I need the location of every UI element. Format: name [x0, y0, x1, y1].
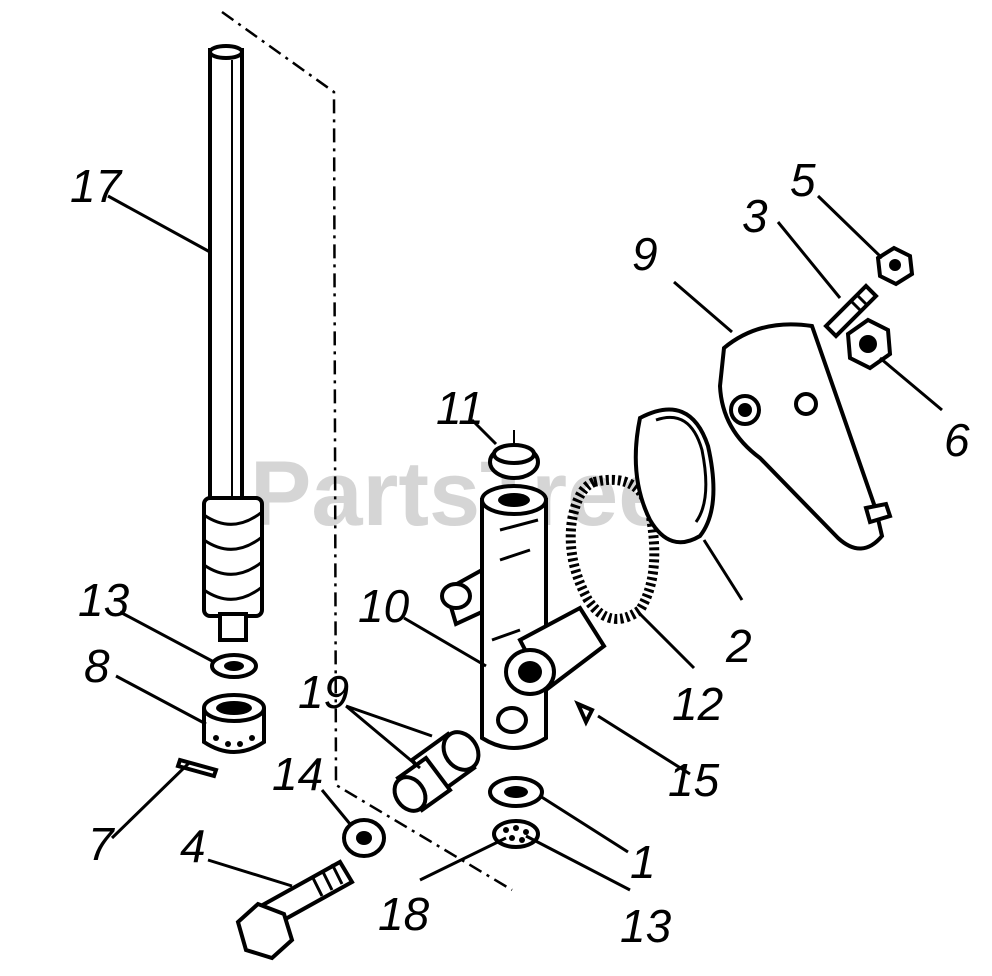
callout-9: 9 — [632, 228, 658, 280]
callout-5: 5 — [790, 154, 816, 206]
part-10-valve-body — [440, 484, 607, 750]
part-6-nut — [845, 317, 893, 371]
callout-19: 19 — [298, 666, 349, 718]
callout-6: 6 — [944, 414, 970, 466]
callout-2: 2 — [725, 620, 752, 672]
callout-labels: 17 13 8 7 4 14 19 10 11 18 13 1 15 12 2 … — [70, 154, 970, 952]
callout-15: 15 — [668, 754, 720, 806]
part-5-nut — [875, 245, 915, 287]
part-17-spring — [202, 496, 264, 642]
callout-12: 12 — [672, 678, 723, 730]
callout-13-upper: 13 — [78, 574, 130, 626]
callout-13-lower: 13 — [620, 900, 672, 952]
callout-17: 17 — [70, 160, 123, 212]
callout-3: 3 — [742, 190, 768, 242]
callout-1: 1 — [630, 836, 656, 888]
part-19-bushings — [392, 730, 481, 813]
leader-lines — [107, 194, 943, 892]
callout-4: 4 — [180, 820, 206, 872]
part-8-adjusting-nut — [202, 693, 266, 754]
part-4-bolt — [235, 859, 355, 961]
part-14-washer — [342, 818, 386, 858]
part-17-shaft — [208, 44, 244, 512]
part-1-washer — [488, 776, 544, 808]
watermark-text: PartsTree — [250, 443, 669, 545]
callout-7: 7 — [88, 818, 115, 870]
part-3-stud — [823, 283, 879, 339]
callout-18: 18 — [378, 888, 430, 940]
callout-11: 11 — [436, 382, 484, 434]
callout-10: 10 — [358, 580, 410, 632]
part-15-ball — [574, 700, 595, 727]
part-9-lever-plate — [717, 322, 893, 551]
callout-14: 14 — [272, 748, 323, 800]
part-2-loop-ring — [633, 407, 716, 545]
assembly-center-line — [221, 10, 513, 892]
callout-8: 8 — [84, 640, 110, 692]
part-13-upper-washer — [210, 653, 258, 679]
part-18-screen — [492, 819, 540, 849]
part-11-cap — [488, 430, 540, 480]
